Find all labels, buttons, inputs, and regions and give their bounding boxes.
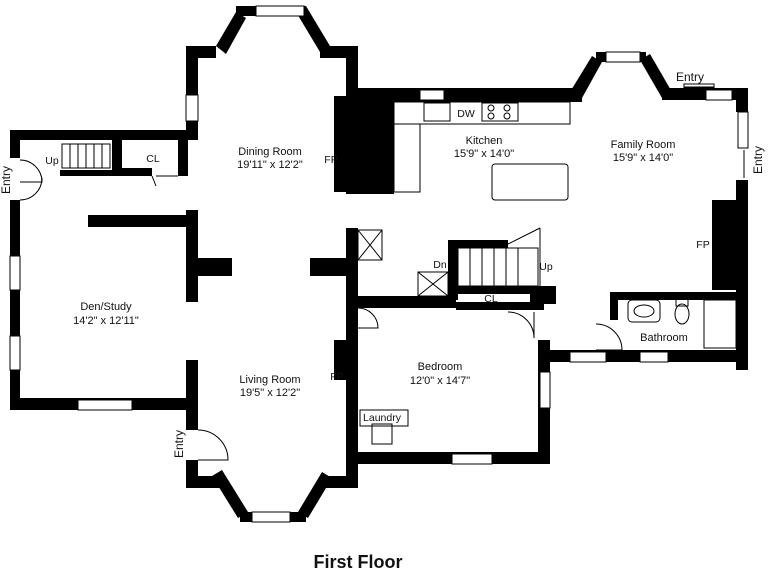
windows xyxy=(9,5,749,523)
stair-down-label: Dn xyxy=(433,259,447,271)
stair-up-label: Up xyxy=(539,261,553,273)
living-room-name: Living Room xyxy=(239,374,300,386)
fireplace-living-label: FP xyxy=(330,371,343,383)
den-dims: 14'2" x 12'11" xyxy=(73,315,139,327)
fireplace-family-label: FP xyxy=(696,239,709,251)
floor-title: First Floor xyxy=(314,552,403,572)
dishwasher-label: DW xyxy=(457,108,475,120)
family-room-dims: 15'9" x 14'0" xyxy=(613,152,673,164)
fireplace-dining-label: FP xyxy=(324,154,337,166)
entry-bottom-left-label: Entry xyxy=(172,430,186,458)
laundry-name: Laundry xyxy=(363,412,402,424)
bathroom-name: Bathroom xyxy=(640,332,688,344)
kitchen-name: Kitchen xyxy=(466,135,503,147)
fixtures xyxy=(19,86,745,461)
kitchen-dims: 15'9" x 14'0" xyxy=(454,148,514,160)
living-room-dims: 19'5" x 12'2" xyxy=(240,387,300,399)
closet-bottom-label: CL xyxy=(484,293,498,305)
entry-top-right-label: Entry xyxy=(676,70,704,84)
bedroom-name: Bedroom xyxy=(418,361,463,373)
bedroom-dims: 12'0" x 14'7" xyxy=(410,375,470,387)
stair-up-top-label: Up xyxy=(45,155,59,167)
dining-room-name: Dining Room xyxy=(238,146,302,158)
entry-right-label: Entry xyxy=(751,146,765,174)
family-room-name: Family Room xyxy=(611,139,676,151)
walls xyxy=(10,6,748,522)
entry-left-label: Entry xyxy=(0,166,13,194)
closet-top-label: CL xyxy=(146,153,160,165)
den-name: Den/Study xyxy=(80,301,132,313)
dining-room-dims: 19'11" x 12'2" xyxy=(237,159,303,171)
